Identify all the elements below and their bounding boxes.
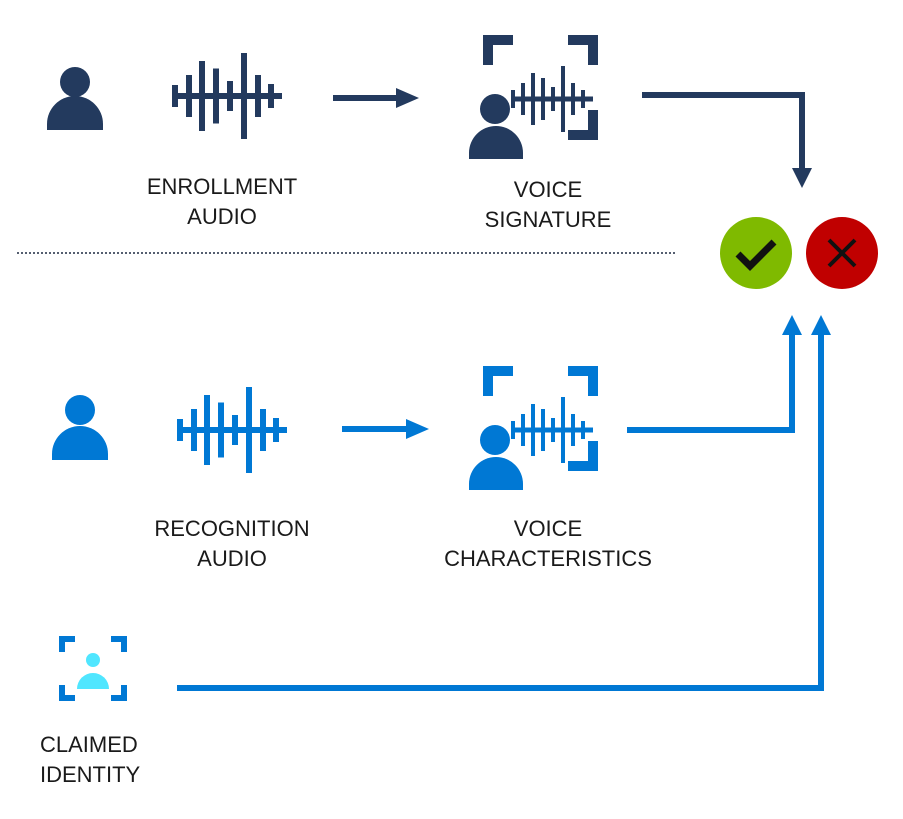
person-head: [480, 425, 510, 455]
enrollment-waveform-icon: [172, 53, 282, 139]
accept-result: [720, 217, 792, 289]
recognition-waveform-icon: [177, 387, 287, 473]
label-line: AUDIO: [187, 204, 257, 229]
waveform-bar: [571, 83, 575, 115]
waveform-bar: [581, 421, 585, 439]
label-line: CLAIMED: [40, 732, 138, 757]
scan-corner: [483, 366, 513, 396]
waveform-bar: [213, 68, 219, 124]
voice-signature-label: VOICE SIGNATURE: [448, 175, 648, 235]
voice-signature-icon: [469, 35, 598, 159]
label-line: CHARACTERISTICS: [444, 546, 652, 571]
label-line: RECOGNITION: [154, 516, 310, 541]
waveform-bar: [561, 66, 565, 132]
checkmark-icon: [735, 239, 777, 271]
waveform-bar: [227, 81, 233, 111]
waveform-bar: [186, 75, 192, 117]
claimed-identity-connector: [177, 315, 831, 691]
label-line: VOICE: [513, 177, 583, 202]
waveform-bar: [218, 402, 224, 458]
scan-corner: [568, 110, 598, 140]
waveform-bar: [260, 409, 266, 451]
waveform-bar: [172, 85, 178, 107]
waveform-bar: [541, 409, 545, 451]
enrollment-arrow: [333, 88, 419, 108]
waveform-bar: [551, 418, 555, 442]
voice-characteristics-icon: [469, 366, 598, 490]
voice-characteristics-label: VOICE CHARACTERISTICS: [428, 514, 668, 574]
waveform-bar: [232, 415, 238, 445]
waveform-bar: [541, 78, 545, 120]
enrollment-person-icon: [47, 67, 103, 130]
person-body: [469, 457, 523, 490]
waveform-bar: [521, 83, 525, 115]
waveform-bar: [511, 90, 515, 108]
waveform-bar: [199, 61, 205, 131]
scan-corner: [568, 35, 598, 65]
person-body: [469, 126, 523, 159]
waveform-bar: [571, 414, 575, 446]
recognition-person-icon: [52, 395, 108, 460]
waveform-bar: [268, 84, 274, 108]
label-line: VOICE: [513, 516, 583, 541]
waveform-bar: [241, 53, 247, 139]
recognition-audio-label: RECOGNITION AUDIO: [132, 514, 332, 574]
scan-corner: [568, 366, 598, 396]
waveform-bar: [255, 75, 261, 117]
waveform-bar: [273, 418, 279, 442]
reject-result: [806, 217, 878, 289]
recognition-connector: [627, 315, 802, 433]
cross-icon: [827, 238, 857, 268]
label-line: AUDIO: [197, 546, 267, 571]
waveform-bar: [581, 90, 585, 108]
waveform-bar: [246, 387, 252, 473]
label-line: SIGNATURE: [484, 207, 612, 232]
waveform-bar: [177, 419, 183, 441]
claimed-identity-label: CLAIMED IDENTITY: [30, 730, 162, 790]
waveform-bar: [561, 397, 565, 463]
enrollment-connector: [642, 92, 812, 188]
label-line: IDENTITY: [40, 762, 141, 787]
recognition-arrow: [342, 419, 429, 439]
waveform-bar: [551, 87, 555, 111]
waveform-bar: [511, 421, 515, 439]
enrollment-audio-label: ENROLLMENT AUDIO: [122, 172, 322, 232]
scan-corner: [568, 441, 598, 471]
waveform-bar: [531, 404, 535, 456]
waveform-bar: [204, 395, 210, 465]
waveform-bar: [521, 414, 525, 446]
waveform-bar: [191, 409, 197, 451]
claimed-identity-icon: [59, 636, 127, 701]
label-line: ENROLLMENT: [146, 174, 298, 199]
person-head: [480, 94, 510, 124]
waveform-bar: [531, 73, 535, 125]
scan-corner: [483, 35, 513, 65]
